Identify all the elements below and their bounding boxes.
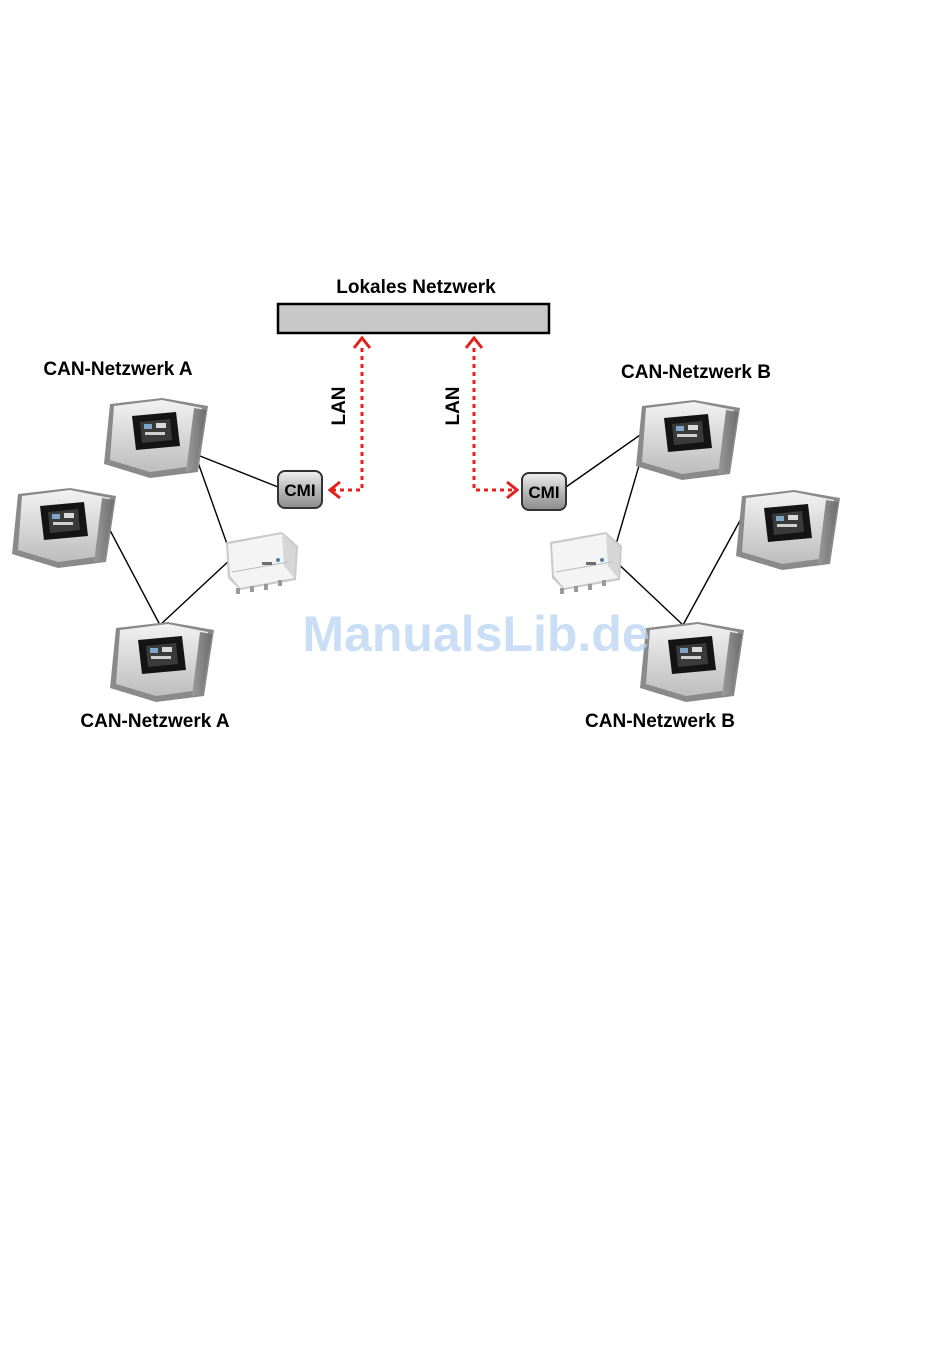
can-network-a-bottom-label: CAN-Netzwerk A xyxy=(80,711,229,732)
lan-label-left: LAN xyxy=(329,386,350,425)
controller-b1 xyxy=(636,400,740,480)
lan-label-right: LAN xyxy=(443,386,464,425)
io-module-b xyxy=(550,532,622,594)
controller-b3 xyxy=(640,622,744,702)
watermark: ManualsLib.de xyxy=(302,606,649,662)
local-network-label: Lokales Netzwerk xyxy=(336,277,496,298)
controller-a1 xyxy=(104,398,208,478)
cmi-left-label: CMI xyxy=(284,481,315,500)
controller-a3 xyxy=(110,622,214,702)
controller-b2 xyxy=(736,490,840,570)
can-network-b-top-label: CAN-Netzwerk B xyxy=(621,362,771,383)
cmi-device-left: CMI xyxy=(278,471,322,508)
cmi-device-right: CMI xyxy=(522,473,566,510)
can-network-b-bottom-label: CAN-Netzwerk B xyxy=(585,711,735,732)
can-network-a-top-label: CAN-Netzwerk A xyxy=(43,359,192,380)
local-network-bar xyxy=(278,304,549,333)
cmi-right-label: CMI xyxy=(528,483,559,502)
io-module-a xyxy=(226,532,298,594)
lan-link-right xyxy=(466,338,517,498)
controller-a2 xyxy=(12,488,116,568)
